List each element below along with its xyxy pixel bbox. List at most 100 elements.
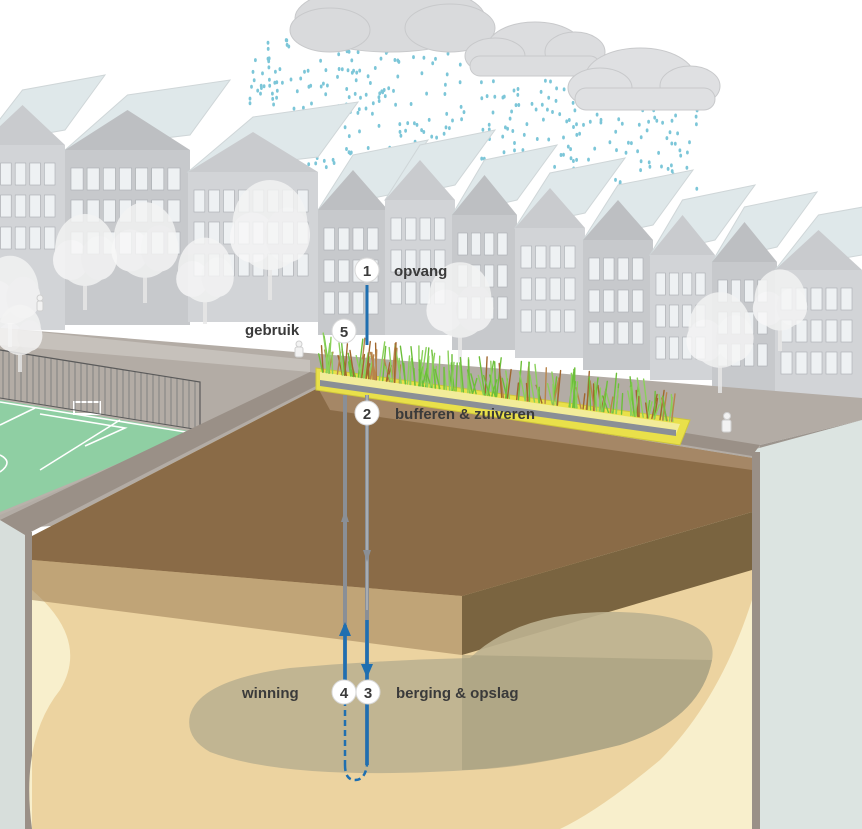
rain-drop (354, 78, 358, 83)
rain-drop (322, 81, 325, 86)
rain-drop (525, 122, 529, 127)
grass-blade (325, 357, 328, 374)
grass-blade (470, 373, 477, 395)
clay-layer-side (462, 512, 752, 655)
rain-drop (256, 88, 260, 93)
rain-drop (559, 153, 563, 157)
grass-blade (337, 354, 343, 376)
grass-blade (612, 372, 618, 414)
rain-drop (445, 72, 449, 77)
grass-blade (375, 349, 378, 381)
extraction-pipe (339, 395, 369, 782)
rain-drop (688, 140, 691, 145)
rain-drop (387, 86, 391, 91)
rain-drop (480, 156, 484, 161)
rain-drop (292, 106, 296, 111)
rain-drop (377, 95, 381, 100)
rain-drop (547, 137, 551, 142)
rain-drop (285, 38, 289, 43)
rain-drop (336, 74, 339, 79)
rain-drop (324, 68, 328, 73)
rain-drop (332, 161, 336, 165)
tree (0, 304, 43, 372)
rain-drop (567, 118, 571, 122)
rain-drop (371, 111, 374, 116)
rain-drop (266, 40, 270, 45)
rain-drop (451, 118, 454, 123)
rain-drop (345, 147, 348, 151)
rain-drop (516, 87, 520, 91)
rain-drop (422, 130, 426, 134)
grass-blade (347, 361, 352, 377)
rain-drop (430, 134, 434, 139)
rain-drop (508, 116, 512, 121)
rain-drop (397, 59, 401, 64)
rain-drop (539, 89, 543, 94)
grass-blade (505, 370, 510, 400)
rain-drop (653, 115, 657, 120)
grass-blade (429, 352, 436, 388)
grass-blade (478, 356, 486, 396)
football-field (0, 398, 200, 515)
grass-blade (498, 362, 503, 398)
rain-drop (493, 94, 497, 99)
person-icon (36, 294, 44, 312)
grass-blade (369, 354, 375, 380)
grass-blade (594, 381, 598, 412)
rain-drop (409, 102, 413, 106)
rain-drop (358, 68, 362, 73)
label-opvang: opvang (394, 263, 447, 280)
arrow-down-icon (363, 550, 371, 562)
rain-drop (588, 119, 592, 124)
rain-drop (248, 101, 252, 106)
rain-drop (314, 161, 318, 166)
rain-drop (250, 84, 253, 89)
grass-blade (518, 371, 526, 402)
rain-drop (485, 94, 489, 99)
rain-drop (573, 108, 577, 113)
rain-drop (415, 122, 419, 127)
grass-blade (634, 391, 639, 417)
rain-drop (569, 147, 572, 152)
rain-drop (648, 164, 652, 169)
rain-drop (302, 105, 305, 110)
rain-drop (275, 88, 279, 93)
rain-drop (637, 122, 641, 127)
rain-drop (259, 91, 262, 96)
rain-drop (359, 95, 362, 100)
grass-blade (477, 374, 485, 396)
rain-drop (266, 56, 270, 61)
grass-blade (662, 395, 668, 422)
grass-blade (318, 353, 324, 373)
grass-blade (391, 342, 396, 383)
svg-text:3: 3 (364, 685, 372, 702)
rain-drop (380, 89, 384, 94)
grass-blade (347, 352, 354, 377)
grass-blade (328, 336, 332, 374)
tree (752, 269, 808, 351)
rain-drop (353, 91, 357, 96)
rain-drop (544, 78, 547, 83)
rain-drop (393, 58, 397, 62)
rain-drop (254, 58, 257, 63)
grass-blade (331, 351, 334, 375)
rain-drop (534, 107, 538, 112)
grass-blade (551, 371, 558, 406)
rain-drop (554, 98, 558, 103)
rain-drop (615, 148, 618, 153)
grass-blade (340, 339, 346, 376)
rain-drop (487, 122, 491, 127)
rain-drop (614, 129, 618, 134)
grass-blade (359, 359, 364, 379)
grass-blade (645, 402, 649, 419)
rain-drop (324, 92, 328, 97)
house (383, 129, 497, 335)
rain-drop (695, 122, 698, 127)
block-left-edge (25, 532, 32, 829)
block-right-edge (752, 452, 760, 829)
rain-drop (647, 160, 651, 165)
rain-drop (431, 61, 435, 66)
rain-drop (285, 42, 289, 47)
rain-drop (251, 69, 255, 74)
rain-drop (549, 79, 552, 84)
